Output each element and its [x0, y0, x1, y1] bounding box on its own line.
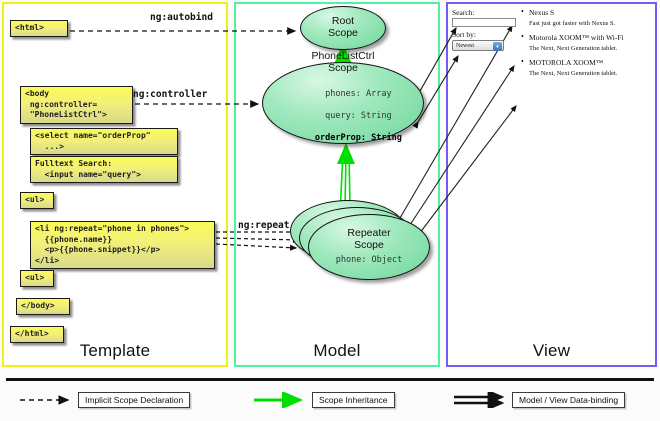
phone-snippet: The Next, Next Generation tablet.	[529, 45, 618, 52]
scope-repeater-props: phone: Object	[335, 254, 403, 265]
scope-root-title-line1: Root	[331, 15, 355, 28]
scope-phonelistctrl-title: PhoneListCtrl Scope	[311, 50, 375, 75]
phone-snippet: Fast just got faster with Nexus S.	[529, 20, 616, 27]
phone-name: MOTOROLA XOOM™	[520, 57, 652, 67]
code-box-li-repeat[interactable]: <li ng:repeat="phone in phones"> {{phone…	[30, 221, 215, 270]
list-item[interactable]: Nexus S Fast just got faster with Nexus …	[520, 7, 652, 27]
chevron-down-icon: ▾	[493, 42, 502, 51]
double-arrow-icon	[454, 392, 505, 408]
scope-phonelistctrl-props: phones: Array query: String orderProp: S…	[284, 78, 402, 155]
scope-root[interactable]: Root Scope	[300, 6, 386, 50]
sort-by-select[interactable]: Newest ▾	[452, 40, 504, 51]
legend-item-data-binding: Model / View Data-binding	[452, 392, 626, 408]
list-item[interactable]: Motorola XOOM™ with Wi-Fi The Next, Next…	[520, 32, 652, 52]
panel-view-label: View	[532, 341, 571, 360]
edge-label-repeat: ng:repeat	[238, 220, 290, 231]
legend-label-implicit: Implicit Scope Declaration	[78, 392, 191, 408]
scope-phonelistctrl-title-line2: Scope	[328, 61, 358, 74]
scope-repeater-title-line1: Repeater	[347, 227, 391, 240]
legend-item-implicit-scope-declaration: Implicit Scope Declaration	[18, 392, 191, 408]
legend-label-binding: Model / View Data-binding	[512, 392, 626, 408]
code-box-html-open[interactable]: <html>	[10, 20, 68, 37]
legend: Implicit Scope Declaration Scope Inherit…	[0, 378, 660, 421]
green-arrow-icon	[254, 392, 303, 408]
panel-template-label: Template	[79, 341, 151, 360]
code-box-search[interactable]: Fulltext Search: <input name="query">	[30, 156, 178, 184]
edge-label-autobind: ng:autobind	[150, 12, 213, 23]
edge-label-controller: ng:controller	[133, 89, 208, 100]
phone-snippet: The Next, Next Generation tablet.	[529, 70, 618, 77]
scope-phonelistctrl-title-line1: PhoneListCtrl	[311, 50, 375, 63]
list-item[interactable]: MOTOROLA XOOM™ The Next, Next Generation…	[520, 57, 652, 77]
code-box-ul-open[interactable]: <ul>	[20, 192, 54, 209]
legend-item-scope-inheritance: Scope Inheritance	[252, 392, 395, 408]
code-box-select[interactable]: <select name="orderProp" ...>	[30, 128, 178, 156]
legend-label-inheritance: Scope Inheritance	[312, 392, 395, 408]
scope-repeater-title: Repeater Scope	[347, 227, 391, 252]
scope-phonelistctrl[interactable]: PhoneListCtrl Scope phones: Array query:…	[262, 50, 424, 144]
scope-prop-phones: phones: Array	[325, 88, 392, 99]
phone-list: Nexus S Fast just got faster with Nexus …	[520, 7, 652, 83]
code-box-body-open[interactable]: <body ng:controller= "PhoneListCtrl">	[20, 86, 133, 124]
scope-prop-query: query: String	[325, 110, 392, 121]
search-label: Search:	[452, 8, 475, 17]
legend-divider	[6, 378, 654, 381]
search-input[interactable]	[452, 18, 516, 27]
scope-root-title-line2: Scope	[328, 27, 358, 39]
code-box-body-close[interactable]: </body>	[16, 298, 70, 315]
scope-repeater-title-line2: Scope	[354, 238, 384, 251]
scope-repeater[interactable]: Repeater Scope phone: Object	[308, 214, 430, 280]
code-box-ul-close[interactable]: <ul>	[20, 270, 54, 287]
phone-name: Motorola XOOM™ with Wi-Fi	[520, 32, 652, 42]
sort-by-selected-value: Newest	[456, 42, 474, 49]
scope-root-title: Root Scope	[328, 15, 358, 40]
scope-prop-orderprop: orderProp: String	[314, 132, 402, 143]
panel-model-label: Model	[313, 341, 361, 360]
view-rendered-app: Search: Sort by: Newest ▾ Nexus S Fast j…	[452, 7, 652, 128]
sort-by-label: Sort by:	[452, 30, 476, 39]
dashed-arrow-icon	[20, 395, 70, 405]
phone-name: Nexus S	[520, 7, 652, 17]
code-box-html-close[interactable]: </html>	[10, 326, 64, 343]
